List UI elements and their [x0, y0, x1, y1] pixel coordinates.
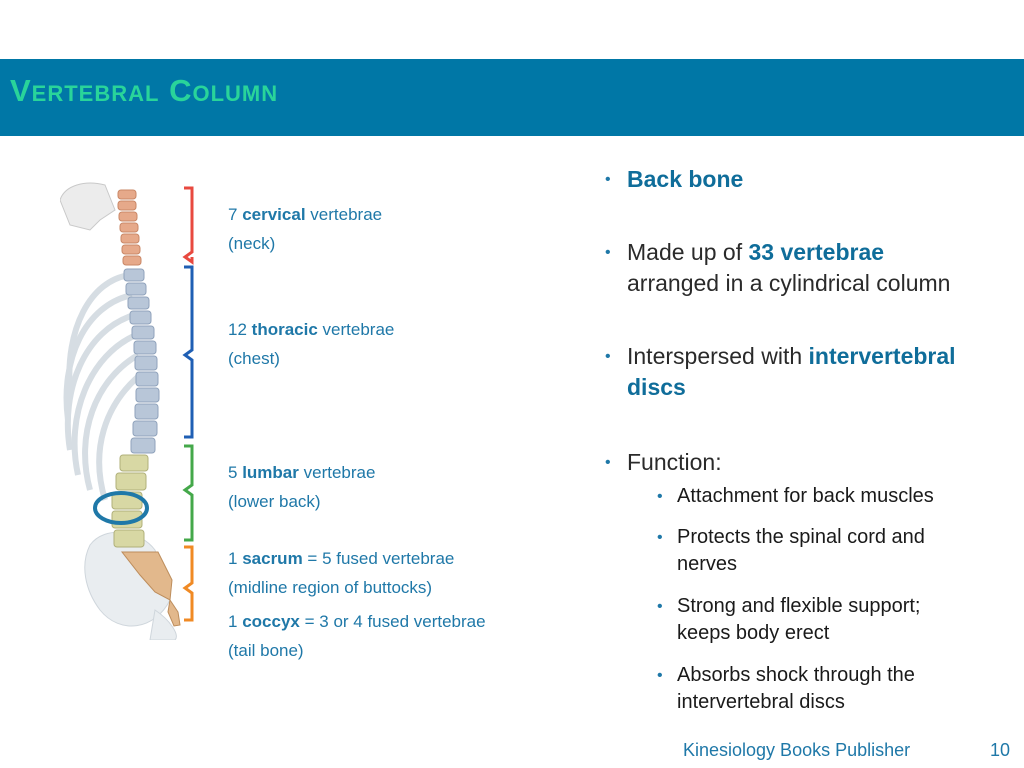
caption-coccyx: 1 coccyx = 3 or 4 fused vertebrae (tail …: [228, 607, 486, 665]
caption-lumbar: 5 lumbar vertebrae (lower back): [228, 458, 375, 516]
coccyx-term: coccyx: [242, 612, 300, 631]
caption-thoracic: 12 thoracic vertebrae (chest): [228, 315, 394, 373]
made-up-prefix: Made up of: [627, 239, 743, 265]
page-number: 10: [990, 740, 1011, 760]
cervical-rest: vertebrae: [310, 205, 383, 224]
function-item-line: nerves: [677, 553, 738, 575]
function-item-line: Attachment for back muscles: [677, 485, 934, 507]
sub-bullet-dot: •: [657, 667, 663, 684]
function-item: • Strong and flexible support; keeps bod…: [657, 593, 1017, 647]
thoracic-term: thoracic: [251, 320, 318, 339]
bullet-interspersed: • Interspersed with intervertebral discs: [605, 341, 1015, 403]
bullet-dot: •: [605, 348, 611, 365]
back-bone-text: Back bone: [627, 166, 744, 192]
bullet-dot: •: [605, 171, 611, 188]
lumbar-region: (lower back): [228, 492, 321, 511]
thoracic-bracket: [182, 265, 194, 439]
sub-bullet-dot: •: [657, 598, 663, 615]
function-item-line: Strong and flexible support;: [677, 595, 921, 617]
lumbar-rest: vertebrae: [303, 463, 376, 482]
lumbar-count: 5: [228, 463, 238, 482]
sacrum-coccyx-bracket: [182, 545, 194, 622]
caption-cervical: 7 cervical vertebrae (neck): [228, 200, 382, 258]
function-item: • Attachment for back muscles: [657, 483, 1017, 510]
coccyx-region: (tail bone): [228, 641, 304, 660]
cervical-count: 7: [228, 205, 238, 224]
thoracic-vertebrae-image: [123, 268, 160, 454]
sacrum-count: 1: [228, 549, 238, 568]
cervical-bracket: [182, 186, 194, 265]
caption-sacrum: 1 sacrum = 5 fused vertebrae (midline re…: [228, 544, 454, 602]
thoracic-region: (chest): [228, 349, 280, 368]
function-item-line: Protects the spinal cord and: [677, 526, 925, 548]
function-item-line: intervertebral discs: [677, 691, 845, 713]
function-item-line: Absorbs shock through the: [677, 664, 915, 686]
interspersed-highlight-2: discs: [627, 374, 686, 400]
bullet-function: • Function:: [605, 447, 1015, 478]
sacrum-rest: = 5 fused vertebrae: [307, 549, 455, 568]
lumbar-bracket: [182, 444, 194, 542]
made-up-highlight: 33 vertebrae: [748, 239, 885, 265]
interspersed-prefix: Interspersed with: [627, 343, 803, 369]
title-bar: Vertebral Column: [0, 59, 1024, 136]
cervical-term: cervical: [242, 205, 306, 224]
bullet-dot: •: [605, 244, 611, 261]
bullet-back-bone: • Back bone: [605, 164, 1015, 195]
coccyx-rest: = 3 or 4 fused vertebrae: [304, 612, 486, 631]
skull-image: [60, 182, 116, 231]
interspersed-highlight: intervertebral: [808, 343, 956, 369]
sacrum-coccyx-image: [120, 551, 181, 627]
made-up-suffix: arranged in a cylindrical column: [627, 270, 951, 296]
ribcage-image: [63, 272, 142, 501]
sacrum-region: (midline region of buttocks): [228, 578, 433, 597]
spine-illustration: [60, 182, 181, 640]
sacrum-term: sacrum: [242, 549, 303, 568]
function-item: • Absorbs shock through the intervertebr…: [657, 662, 1017, 716]
bullet-dot: •: [605, 454, 611, 471]
slide-title: Vertebral Column: [10, 73, 279, 108]
thoracic-rest: vertebrae: [322, 320, 395, 339]
region-brackets: [182, 186, 194, 622]
function-item: • Protects the spinal cord and nerves: [657, 524, 1017, 578]
thoracic-count: 12: [228, 320, 247, 339]
sub-bullet-dot: •: [657, 488, 663, 505]
footer-publisher: Kinesiology Books Publisher: [683, 740, 911, 760]
function-item-line: keeps body erect: [677, 622, 830, 644]
cervical-vertebrae-image: [117, 189, 142, 266]
function-label: Function:: [627, 449, 722, 475]
intervertebral-disc-highlight: [93, 491, 149, 525]
sub-bullet-dot: •: [657, 529, 663, 546]
bullet-made-up: • Made up of 33 vertebrae arranged in a …: [605, 237, 1015, 299]
coccyx-count: 1: [228, 612, 238, 631]
cervical-region: (neck): [228, 234, 276, 253]
lumbar-term: lumbar: [242, 463, 299, 482]
